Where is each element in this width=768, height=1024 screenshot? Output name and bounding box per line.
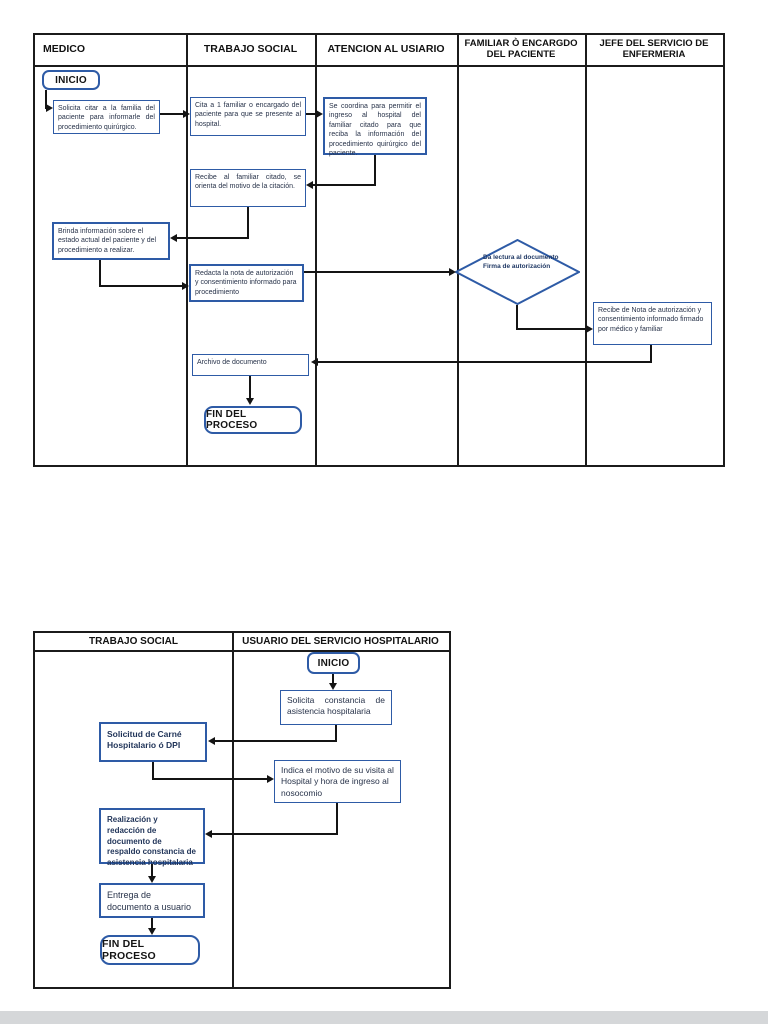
lane-header-familiar: FAMILIAR Ò ENCARGDO DEL PACIENTE	[464, 38, 578, 60]
process-box-realizacion-documento: Realización y redacción de documento de …	[99, 808, 205, 867]
header-separator	[35, 650, 449, 652]
flow-arrowhead	[46, 104, 53, 112]
lane-divider	[585, 35, 587, 465]
flow-arrowhead	[328, 683, 337, 690]
end-node: FIN DEL PROCESO	[100, 935, 200, 965]
flow-arrowhead	[306, 180, 313, 189]
lane-header-trabajo-social: TRABAJO SOCIAL	[203, 43, 298, 56]
diamond-label: Da lectura al documento Firma de autoriz…	[483, 253, 563, 272]
flow-connector	[152, 778, 267, 780]
flow-connector	[313, 184, 376, 186]
flow-connector	[374, 155, 376, 186]
flow-arrowhead	[245, 398, 254, 405]
start-node: INICIO	[42, 70, 100, 90]
end-node: FIN DEL PROCESO	[204, 406, 302, 434]
lane-header-jefe-enfermeria: JEFE DEL SERVICIO DE ENFERMERIA	[599, 38, 709, 60]
flow-connector	[151, 918, 153, 929]
process-box-archivo-documento: Archivo de documento	[192, 354, 309, 376]
flow-arrowhead	[183, 109, 190, 118]
diamond-label-line1: Da lectura al documento	[483, 254, 559, 261]
process-box-solicitud-carne: Solicitud de Carné Hospitalario ó DPI	[99, 722, 207, 762]
flow-connector	[247, 207, 249, 239]
flowchart-constancia-hospitalaria: TRABAJO SOCIAL USUARIO DEL SERVICIO HOSP…	[33, 631, 451, 989]
flow-connector	[318, 361, 652, 363]
flow-connector	[306, 113, 316, 115]
flow-connector	[215, 740, 337, 742]
flowchart-surgical-consent: MEDICO TRABAJO SOCIAL ATENCION AL USIARI…	[33, 33, 725, 467]
flow-arrowhead	[170, 233, 177, 242]
flow-connector	[304, 271, 449, 273]
lane-header-usuario-servicio: USUARIO DEL SERVICIO HOSPITALARIO	[242, 635, 439, 647]
flow-connector	[516, 305, 518, 330]
lane-divider	[457, 35, 459, 465]
flow-connector	[45, 90, 47, 109]
flow-arrowhead	[586, 324, 593, 333]
process-box-solicita-citar: Solicita citar a la familia del paciente…	[53, 100, 160, 134]
process-box-indica-motivo: Indica el motivo de su visita al Hospita…	[274, 760, 401, 803]
flow-connector	[335, 725, 337, 742]
flow-connector	[332, 674, 334, 684]
page-bottom-strip	[0, 1011, 768, 1024]
flow-arrowhead	[147, 876, 156, 883]
process-box-solicita-constancia: Solicita constancia de asistencia hospit…	[280, 690, 392, 725]
decision-diamond-lectura-firma: Da lectura al documento Firma de autoriz…	[453, 238, 582, 306]
flow-connector	[99, 285, 182, 287]
process-box-redacta-nota: Redacta la nota de autorización y consen…	[189, 264, 304, 302]
process-box-jefe-recibe-nota: Recibe de Nota de autorización y consent…	[593, 302, 712, 345]
flow-connector	[650, 345, 652, 363]
flow-connector	[336, 803, 338, 835]
lane-header-medico: MEDICO	[43, 43, 85, 56]
flow-connector	[151, 864, 153, 877]
lane-header-atencion-usuario: ATENCION AL USIARIO	[327, 43, 445, 56]
process-box-coordina-ingreso: Se coordina para permitir el ingreso al …	[323, 97, 427, 157]
flow-arrowhead	[267, 774, 274, 783]
diamond-label-line2: Firma de autorización	[483, 263, 551, 271]
header-separator	[35, 65, 723, 67]
process-box-cita-familiar: Cita a 1 familiar o encargado del pacien…	[190, 97, 306, 136]
start-node: INICIO	[307, 652, 360, 674]
flow-connector	[99, 260, 101, 287]
lane-divider	[315, 35, 317, 465]
flow-arrowhead	[205, 829, 212, 838]
flow-connector	[177, 237, 249, 239]
flow-arrowhead	[182, 281, 189, 290]
flow-arrowhead	[208, 736, 215, 745]
diamond-shape	[453, 238, 582, 306]
flow-arrowhead	[311, 357, 318, 366]
lane-divider	[232, 633, 234, 987]
process-box-entrega-documento: Entrega de documento a usuario	[99, 883, 205, 918]
process-box-brinda-informacion: Brinda información sobre el estado actua…	[52, 222, 170, 260]
flow-connector	[516, 328, 586, 330]
flow-arrowhead	[147, 928, 156, 935]
lane-divider	[186, 35, 188, 465]
flow-connector	[212, 833, 338, 835]
process-box-recibe-familiar: Recibe al familiar citado, se orienta de…	[190, 169, 306, 207]
lane-header-trabajo-social: TRABAJO SOCIAL	[89, 635, 178, 647]
flow-connector	[249, 376, 251, 399]
flow-arrowhead	[316, 109, 323, 118]
flow-connector	[160, 113, 183, 115]
flow-arrowhead	[449, 267, 456, 276]
flow-connector	[152, 762, 154, 780]
